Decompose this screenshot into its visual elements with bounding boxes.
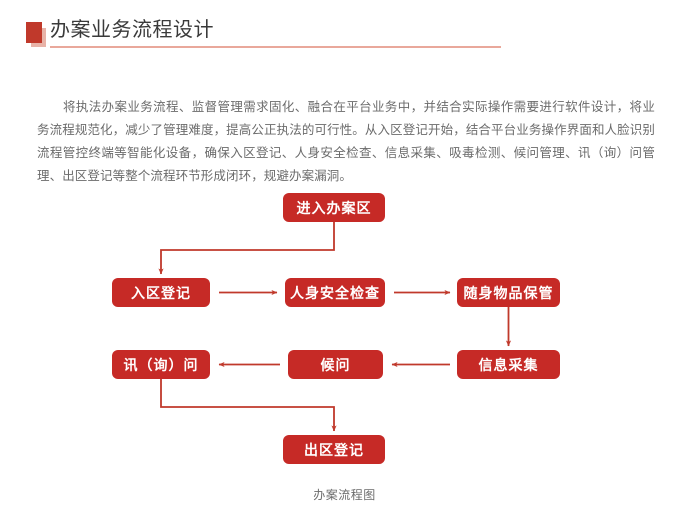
body-paragraph: 将执法办案业务流程、监督管理需求固化、融合在平台业务中，并结合实际操作需要进行软… — [37, 100, 655, 183]
flowchart-caption: 办案流程图 — [313, 488, 376, 502]
flow-node-entry-registration[interactable]: 入区登记 — [112, 278, 210, 307]
page-title: 办案业务流程设计 — [50, 19, 214, 41]
flow-node-personal-safety-check[interactable]: 人身安全检查 — [285, 278, 385, 307]
title-underline — [50, 46, 501, 48]
flow-node-waiting-questioning[interactable]: 候问 — [288, 350, 383, 379]
flow-node-interrogation[interactable]: 讯（询）问 — [112, 350, 210, 379]
title-marker-square — [26, 22, 42, 43]
flow-node-belongings-custody[interactable]: 随身物品保管 — [457, 278, 560, 307]
edge-enter-to-register — [158, 222, 335, 275]
edge-inquiry-to-exit — [160, 379, 337, 432]
flow-node-enter-case-area[interactable]: 进入办案区 — [283, 193, 385, 222]
flow-node-exit-registration[interactable]: 出区登记 — [283, 435, 385, 464]
flow-node-information-collection[interactable]: 信息采集 — [457, 350, 560, 379]
